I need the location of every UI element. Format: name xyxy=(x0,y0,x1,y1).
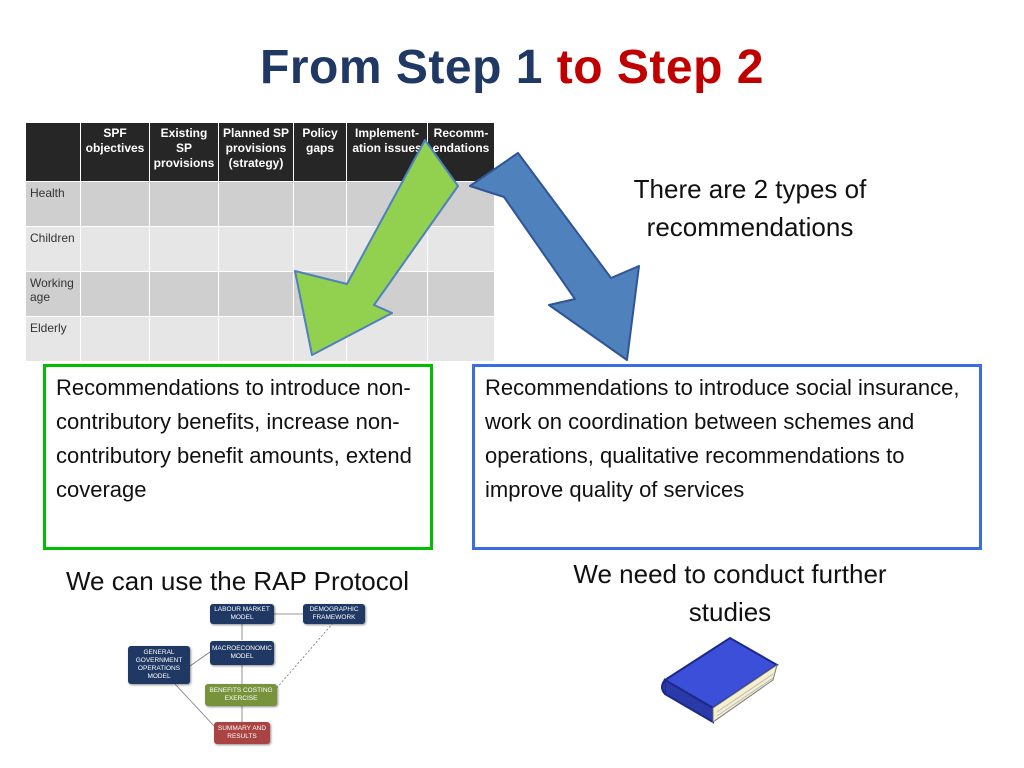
table-header-corner xyxy=(25,122,81,182)
table-row: Working age xyxy=(25,271,495,317)
table-row: Elderly xyxy=(25,316,495,362)
table-cell xyxy=(427,271,495,317)
row-label: Working age xyxy=(25,271,81,317)
table-cell xyxy=(149,316,219,362)
table-row: Children xyxy=(25,226,495,272)
social-insurance-recommendations-box: Recommendations to introduce social insu… xyxy=(472,364,982,550)
flow-node-labour-market: LABOUR MARKET MODEL xyxy=(210,604,274,624)
book-icon xyxy=(661,636,779,724)
table-header: Recomm-endations xyxy=(427,122,495,182)
flow-node-government: GENERAL GOVERNMENT OPERATIONS MODEL xyxy=(128,646,190,684)
row-label: Health xyxy=(25,181,81,227)
table-row: Health xyxy=(25,181,495,227)
table-cell xyxy=(427,181,495,227)
table-cell xyxy=(80,226,150,272)
flow-node-demographic: DEMOGRAPHIC FRAMEWORK xyxy=(303,604,365,624)
table-header: SPF objectives xyxy=(80,122,150,182)
table-header: Existing SP provisions xyxy=(149,122,219,182)
table-header-row: SPF objectives Existing SP provisions Pl… xyxy=(25,122,495,182)
table-cell xyxy=(149,271,219,317)
table-header: Implement-ation issues xyxy=(346,122,428,182)
table-cell xyxy=(293,316,347,362)
table-header: Policy gaps xyxy=(293,122,347,182)
row-label: Elderly xyxy=(25,316,81,362)
table-cell xyxy=(346,181,428,227)
table-cell xyxy=(293,181,347,227)
table-cell xyxy=(293,226,347,272)
types-caption: There are 2 types of recommendations xyxy=(633,174,867,242)
table-cell xyxy=(218,181,294,227)
flow-node-macroeconomic: MACROECONOMIC MODEL xyxy=(210,641,274,665)
table-cell xyxy=(80,316,150,362)
slide-title: From Step 1 to Step 2 xyxy=(0,40,1024,95)
further-studies-caption: We need to conduct further studies xyxy=(573,559,887,627)
table-cell xyxy=(346,226,428,272)
table-cell xyxy=(80,181,150,227)
rap-protocol-caption: We can use the RAP Protocol xyxy=(65,566,409,596)
table-cell xyxy=(427,226,495,272)
non-contributory-recommendations-box: Recommendations to introduce non-contrib… xyxy=(43,364,433,550)
flow-node-benefits-costing: BENEFITS COSTING EXERCISE xyxy=(205,684,277,706)
table-cell xyxy=(346,271,428,317)
table-cell xyxy=(149,181,219,227)
table-cell xyxy=(427,316,495,362)
table-cell xyxy=(80,271,150,317)
table-cell xyxy=(293,271,347,317)
flow-node-summary: SUMMARY AND RESULTS xyxy=(214,722,270,744)
table-cell xyxy=(218,316,294,362)
table-cell xyxy=(218,271,294,317)
spf-matrix-table: SPF objectives Existing SP provisions Pl… xyxy=(25,122,495,362)
table-header: Planned SP provisions (strategy) xyxy=(218,122,294,182)
table-cell xyxy=(149,226,219,272)
title-part-step1: From Step 1 xyxy=(260,41,543,94)
table-cell xyxy=(346,316,428,362)
row-label: Children xyxy=(25,226,81,272)
title-part-step2: to Step 2 xyxy=(556,41,764,94)
table-cell xyxy=(218,226,294,272)
